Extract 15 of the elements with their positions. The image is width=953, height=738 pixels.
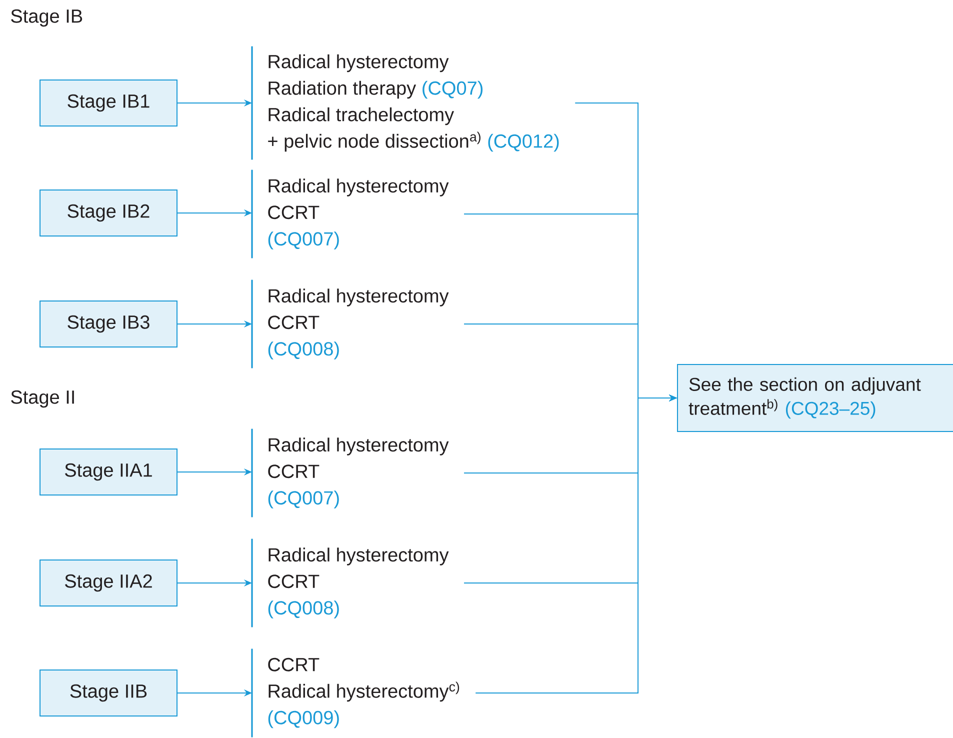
section-heading: Stage IB bbox=[11, 9, 82, 27]
stage-box: Stage IIB bbox=[40, 670, 178, 716]
treatment-list: Radical hysterectomy Radiation therapy (CQ07) Radical trachelectomy + pelvic node dissection$^{a)}$ (CQ012) bbox=[251, 46, 559, 160]
stage-box: Stage IB3 bbox=[40, 300, 178, 348]
stage-box: Stage IIA1 bbox=[40, 448, 178, 496]
stage-box: Stage IB2 bbox=[40, 190, 178, 236]
stage-box: Stage IIA2 bbox=[40, 560, 178, 606]
section-heading: Stage II bbox=[11, 390, 74, 408]
treatment-list: Radical hysterectomy CCRT (CQ007) bbox=[251, 170, 449, 258]
result-box: See the section on adjuvant treatment$^{b)}$ (CQ23–25) bbox=[677, 364, 953, 432]
treatment-list: Radical hysterectomy CCRT (CQ007) bbox=[251, 428, 449, 518]
treatment-list: Radical hysterectomy CCRT (CQ008) bbox=[251, 538, 449, 628]
treatment-list: Radical hysterectomy CCRT (CQ008) bbox=[251, 280, 449, 368]
treatment-list: CCRT Radical hysterectomy$^{c)}$ (CQ009) bbox=[251, 648, 460, 738]
stage-box: Stage IB1 bbox=[40, 80, 178, 126]
